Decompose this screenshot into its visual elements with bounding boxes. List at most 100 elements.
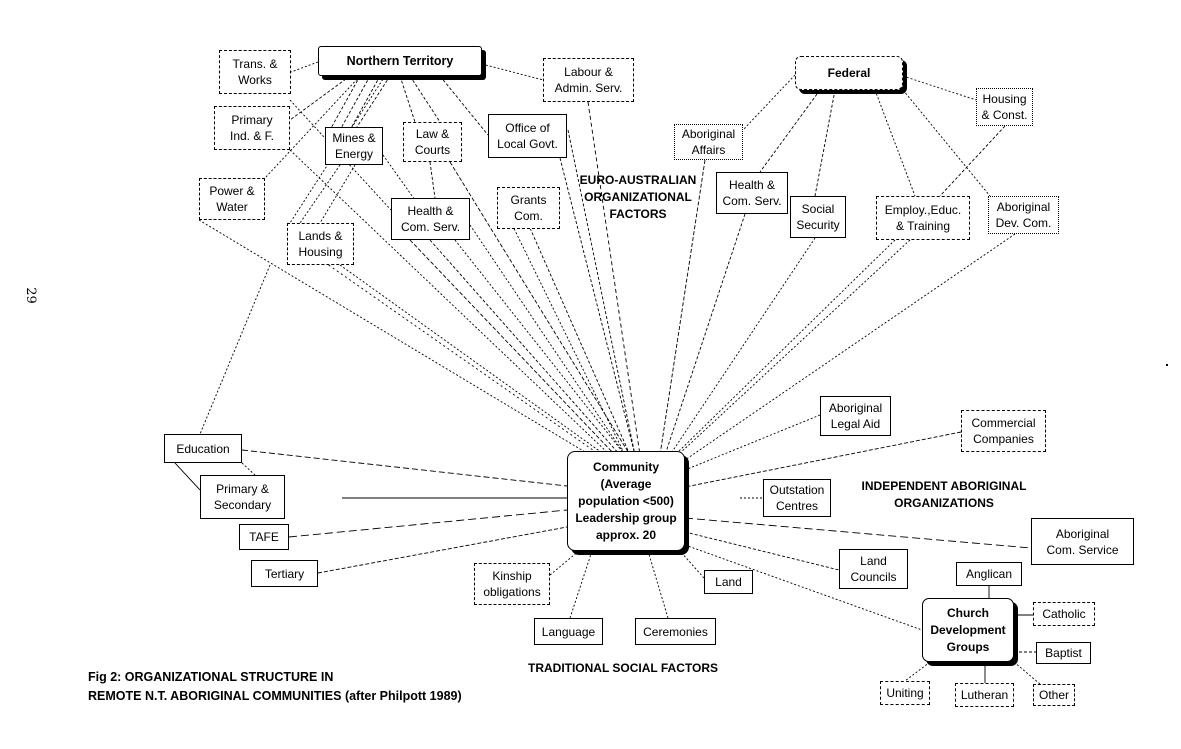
connector-line <box>684 414 821 471</box>
connector-line <box>587 101 641 456</box>
connector-line <box>674 239 896 456</box>
connector-line <box>290 61 319 73</box>
node-primary-ind: Primary Ind. & F. <box>214 106 290 150</box>
connector-line <box>429 239 621 456</box>
connector-line <box>684 431 962 488</box>
node-kinship: Kinship obligations <box>474 563 550 605</box>
connector-line <box>288 509 568 538</box>
node-office-local-govt: Office of Local Govt. <box>488 114 567 158</box>
connector-line <box>664 213 746 456</box>
node-outstation: Outstation Centres <box>763 479 831 517</box>
connector-line <box>409 75 441 123</box>
connector-line <box>199 264 271 435</box>
node-education: Education <box>164 434 242 463</box>
connector-line <box>684 233 1016 461</box>
connector-line <box>759 89 821 173</box>
connector-line <box>449 161 631 456</box>
connector-line <box>659 159 706 456</box>
connector-line <box>299 244 601 456</box>
label-traditional: TRADITIONAL SOCIAL FACTORS <box>527 661 718 675</box>
connector-line <box>499 199 626 456</box>
node-ceremonies: Ceremonies <box>635 618 716 645</box>
node-health-com-fed: Health & Com. Serv. <box>716 172 788 214</box>
connector-line <box>241 462 256 476</box>
node-social-security: Social Security <box>790 196 846 238</box>
node-com-service: Aboriginal Com. Service <box>1031 518 1134 565</box>
connector-line <box>481 63 544 81</box>
connector-line <box>469 224 626 456</box>
connector-line <box>814 89 836 197</box>
node-uniting: Uniting <box>880 681 930 705</box>
node-trans-works: Trans. & Works <box>219 50 291 94</box>
connector-line <box>529 227 631 456</box>
node-power-water: Power & Water <box>199 178 265 220</box>
connector-line <box>559 157 636 456</box>
connector-line <box>339 75 371 131</box>
node-anglican: Anglican <box>956 562 1022 586</box>
connector-line <box>1013 661 1041 685</box>
node-lutheran: Lutheran <box>955 683 1014 707</box>
node-tafe: TAFE <box>239 524 289 550</box>
connector-line <box>677 239 911 456</box>
node-housing-const: Housing & Const. <box>976 88 1033 126</box>
connector-line <box>939 125 1006 197</box>
node-catholic: Catholic <box>1033 602 1095 626</box>
connector-line <box>198 219 591 456</box>
connector-line <box>669 237 816 456</box>
hub-community: Community (Average population <500) Lead… <box>567 451 685 551</box>
connector-line <box>289 99 392 211</box>
label-independent: INDEPENDENT ABORIGINAL ORGANIZATIONS <box>861 479 1027 510</box>
connector-line <box>264 75 361 179</box>
connector-line <box>289 75 386 224</box>
figure-caption: Fig 2: ORGANIZATIONAL STRUCTURE IN REMOT… <box>88 670 462 703</box>
hub-church: Church Development Groups <box>922 598 1014 662</box>
connector-line <box>174 462 201 491</box>
page-number: 29 <box>22 287 38 304</box>
connector-line <box>429 161 436 199</box>
connector-line <box>329 75 361 131</box>
connector-line <box>454 239 626 456</box>
connector-line <box>902 89 991 197</box>
node-aboriginal-affairs: Aboriginal Affairs <box>674 124 743 160</box>
hub-northern-territory: Northern Territory <box>318 46 482 76</box>
node-labour-admin: Labour & Admin. Serv. <box>543 58 634 102</box>
node-commercial: Commercial Companies <box>961 410 1046 452</box>
label-euro-australian: EURO-AUSTRALIAN ORGANIZATIONAL FACTORS <box>579 173 697 221</box>
connector-line <box>549 549 581 576</box>
connector-line <box>647 550 669 619</box>
node-mines-energy: Mines & Energy <box>325 127 383 165</box>
connector-line <box>317 526 568 574</box>
connector-line <box>409 239 616 456</box>
hub-federal: Federal <box>795 56 903 90</box>
node-legal-aid: Aboriginal Legal Aid <box>820 396 891 436</box>
connector-line <box>439 75 489 136</box>
connector-line <box>289 75 351 121</box>
connector-line <box>684 531 840 571</box>
node-lands-housing: Lands & Housing <box>287 223 354 265</box>
node-other: Other <box>1033 684 1075 706</box>
connector-line <box>684 544 923 631</box>
connector-line <box>874 89 916 197</box>
connector-line <box>299 164 341 224</box>
scan-speck <box>1166 364 1168 366</box>
connector-line <box>569 550 593 619</box>
node-health-com-nt: Health & Com. Serv. <box>391 198 470 240</box>
node-employ-educ: Employ.,Educ. & Training <box>876 196 970 240</box>
node-baptist: Baptist <box>1036 642 1091 664</box>
node-land-councils: Land Councils <box>839 549 908 589</box>
connector-line <box>684 517 1032 549</box>
connector-line <box>742 74 796 131</box>
connector-line <box>319 164 356 224</box>
connector-line <box>289 149 611 456</box>
node-tertiary: Tertiary <box>251 560 318 587</box>
connector-line <box>241 449 568 487</box>
connector-line <box>399 75 416 123</box>
connector-line <box>354 75 391 131</box>
connector-line <box>349 75 381 131</box>
connector-line <box>382 154 416 201</box>
node-land: Land <box>704 570 753 594</box>
node-grants-com: Grants Com. <box>497 187 560 229</box>
connector-line <box>679 550 705 579</box>
node-law-courts: Law & Courts <box>403 122 462 162</box>
